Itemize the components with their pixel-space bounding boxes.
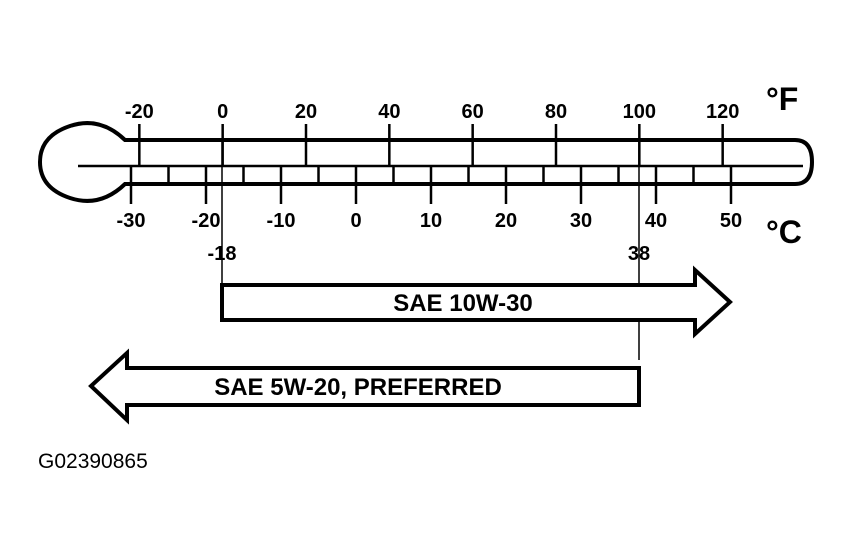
celsius-unit-label: °C bbox=[766, 214, 802, 250]
range-label-5w20: SAE 5W-20, PREFERRED bbox=[214, 374, 502, 401]
fahrenheit-unit-label: °F bbox=[766, 81, 798, 117]
fahrenheit-tick-label: -20 bbox=[125, 101, 154, 123]
marker-label-38: 38 bbox=[628, 243, 650, 265]
celsius-tick-label: 50 bbox=[720, 210, 742, 232]
celsius-tick-label: 20 bbox=[495, 210, 517, 232]
fahrenheit-tick-label: 80 bbox=[545, 101, 567, 123]
fahrenheit-scale: -20 0 20 40 60 80 100 120 bbox=[125, 101, 739, 166]
thermometer-outline bbox=[37, 121, 815, 203]
fahrenheit-tick-label: 0 bbox=[217, 101, 228, 123]
fahrenheit-tick-label: 120 bbox=[706, 101, 739, 123]
fahrenheit-tick-label: 60 bbox=[462, 101, 484, 123]
celsius-scale: -30 -20 -10 0 10 20 30 40 50 bbox=[117, 166, 742, 232]
fahrenheit-tick-label: 20 bbox=[295, 101, 317, 123]
range-label-10w30: SAE 10W-30 bbox=[393, 290, 533, 317]
range-arrow-10w30 bbox=[220, 265, 733, 339]
fahrenheit-tick-label: 40 bbox=[378, 101, 400, 123]
celsius-tick-label: -30 bbox=[117, 210, 146, 232]
marker-label-minus18: -18 bbox=[208, 243, 237, 265]
celsius-tick-label: 30 bbox=[570, 210, 592, 232]
celsius-tick-label: 0 bbox=[350, 210, 361, 232]
figure-id: G02390865 bbox=[38, 450, 148, 473]
fahrenheit-tick-label: 100 bbox=[623, 101, 656, 123]
celsius-tick-label: -10 bbox=[267, 210, 296, 232]
celsius-tick-label: 10 bbox=[420, 210, 442, 232]
range-arrow-5w20 bbox=[88, 348, 641, 425]
celsius-tick-label: 40 bbox=[645, 210, 667, 232]
celsius-tick-label: -20 bbox=[192, 210, 221, 232]
